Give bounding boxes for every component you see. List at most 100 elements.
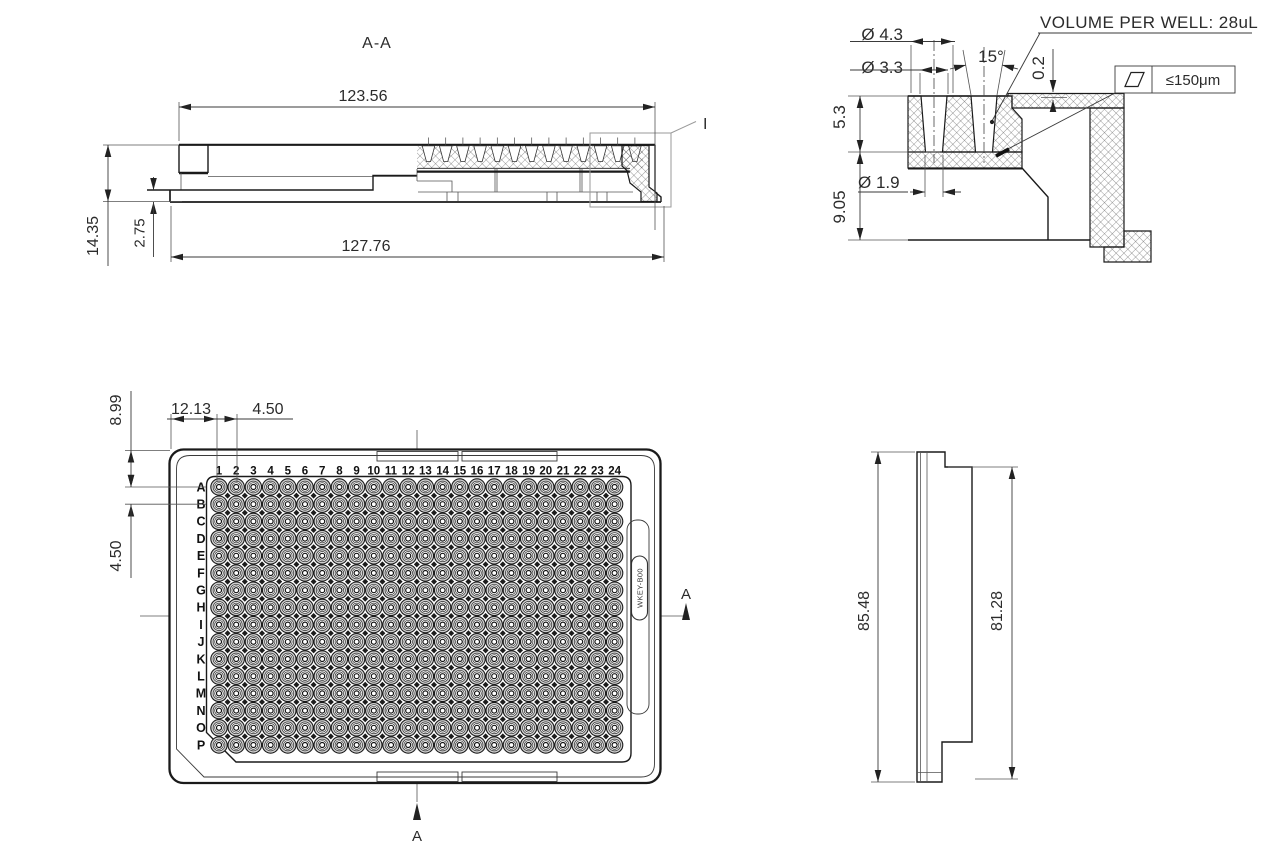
well-B10 [364,495,383,514]
well-K8 [330,650,349,668]
well-J21 [554,632,572,651]
well-P14 [433,736,452,754]
well-cone [559,145,573,162]
well-M6 [296,684,314,703]
well-L16 [468,667,486,686]
well-M1 [210,684,228,703]
well-K3 [244,650,263,668]
well-M14 [433,684,452,703]
well-B19 [519,495,538,514]
well-D2 [227,529,245,548]
logo-text: WKEY-B00 [636,568,645,608]
well-F22 [571,564,590,582]
well-L6 [296,667,314,686]
well-O8 [330,718,349,737]
well-O7 [313,718,332,737]
section-arrow-icon [413,803,421,820]
well-B7 [313,495,332,514]
well-D16 [468,529,486,548]
well-E6 [296,546,314,565]
well-J15 [450,632,469,651]
dim-text: 4.50 [252,401,283,418]
well-C11 [382,512,400,531]
well-A10 [364,478,383,496]
well-I15 [450,615,469,634]
well-P10 [364,736,383,754]
dim-top-length: 123.56 [178,88,656,230]
well-E9 [347,546,366,565]
flatness-value: ≤150μm [1166,72,1220,89]
column-label-15: 15 [453,466,466,478]
well-A16 [468,478,486,496]
well-M15 [450,684,469,703]
well-C14 [433,512,452,531]
well-E19 [519,546,538,565]
dim-well-depth: 5.3 [830,95,940,153]
well-K13 [416,650,435,668]
well-B5 [278,495,297,514]
well-A20 [536,478,555,496]
well-E10 [364,546,383,565]
well-F17 [485,564,504,582]
well-D18 [502,529,521,548]
column-label-12: 12 [402,466,415,478]
well-L2 [227,667,245,686]
well-L22 [571,667,590,686]
well-E2 [227,546,245,565]
dim-well-bottom: Ø 1.9 [858,155,961,197]
well-J10 [364,632,383,651]
well-P3 [244,736,263,754]
well-K10 [364,650,383,668]
well-A4 [261,478,280,496]
well-O5 [278,718,297,737]
well-B13 [416,495,435,514]
well-D5 [278,529,297,548]
well-E7 [313,546,332,565]
well-D13 [416,529,435,548]
well-O20 [536,718,555,737]
well-C13 [416,512,435,531]
well-J3 [244,632,263,651]
well-E18 [502,546,521,565]
well-N18 [502,701,521,720]
well-D21 [554,529,572,548]
well-B15 [450,495,469,514]
well-J22 [571,632,590,651]
well-O19 [519,718,538,737]
well-E1 [210,546,228,565]
well-G14 [433,581,452,600]
column-label-23: 23 [591,466,604,478]
row-label-N: N [196,704,205,718]
well-A11 [382,478,400,496]
side-profile [916,451,973,783]
well-E3 [244,546,263,565]
edge-notch [376,451,459,462]
row-label-H: H [196,601,205,615]
well-A23 [588,478,607,496]
well-I18 [502,615,521,634]
dim-text: 14.35 [85,216,102,256]
well-D8 [330,529,349,548]
well-M2 [227,684,245,703]
well-N6 [296,701,314,720]
dim-skirt-height: 2.75 [132,177,157,257]
column-label-2: 2 [233,466,239,478]
well-A5 [278,478,297,496]
well-N10 [364,701,383,720]
well-E13 [416,546,435,565]
well-L10 [364,667,383,686]
well-N12 [399,701,418,720]
column-label-13: 13 [419,466,432,478]
well-N20 [536,701,555,720]
well-cone [438,145,453,162]
column-label-1: 1 [216,466,223,478]
well-F9 [347,564,366,582]
well-I23 [588,615,607,634]
well-B9 [347,495,366,514]
well-A14 [433,478,452,496]
well-F13 [416,564,435,582]
well-G8 [330,581,349,600]
well-B2 [227,495,245,514]
row-label-E: E [197,549,205,563]
well-J2 [227,632,245,651]
